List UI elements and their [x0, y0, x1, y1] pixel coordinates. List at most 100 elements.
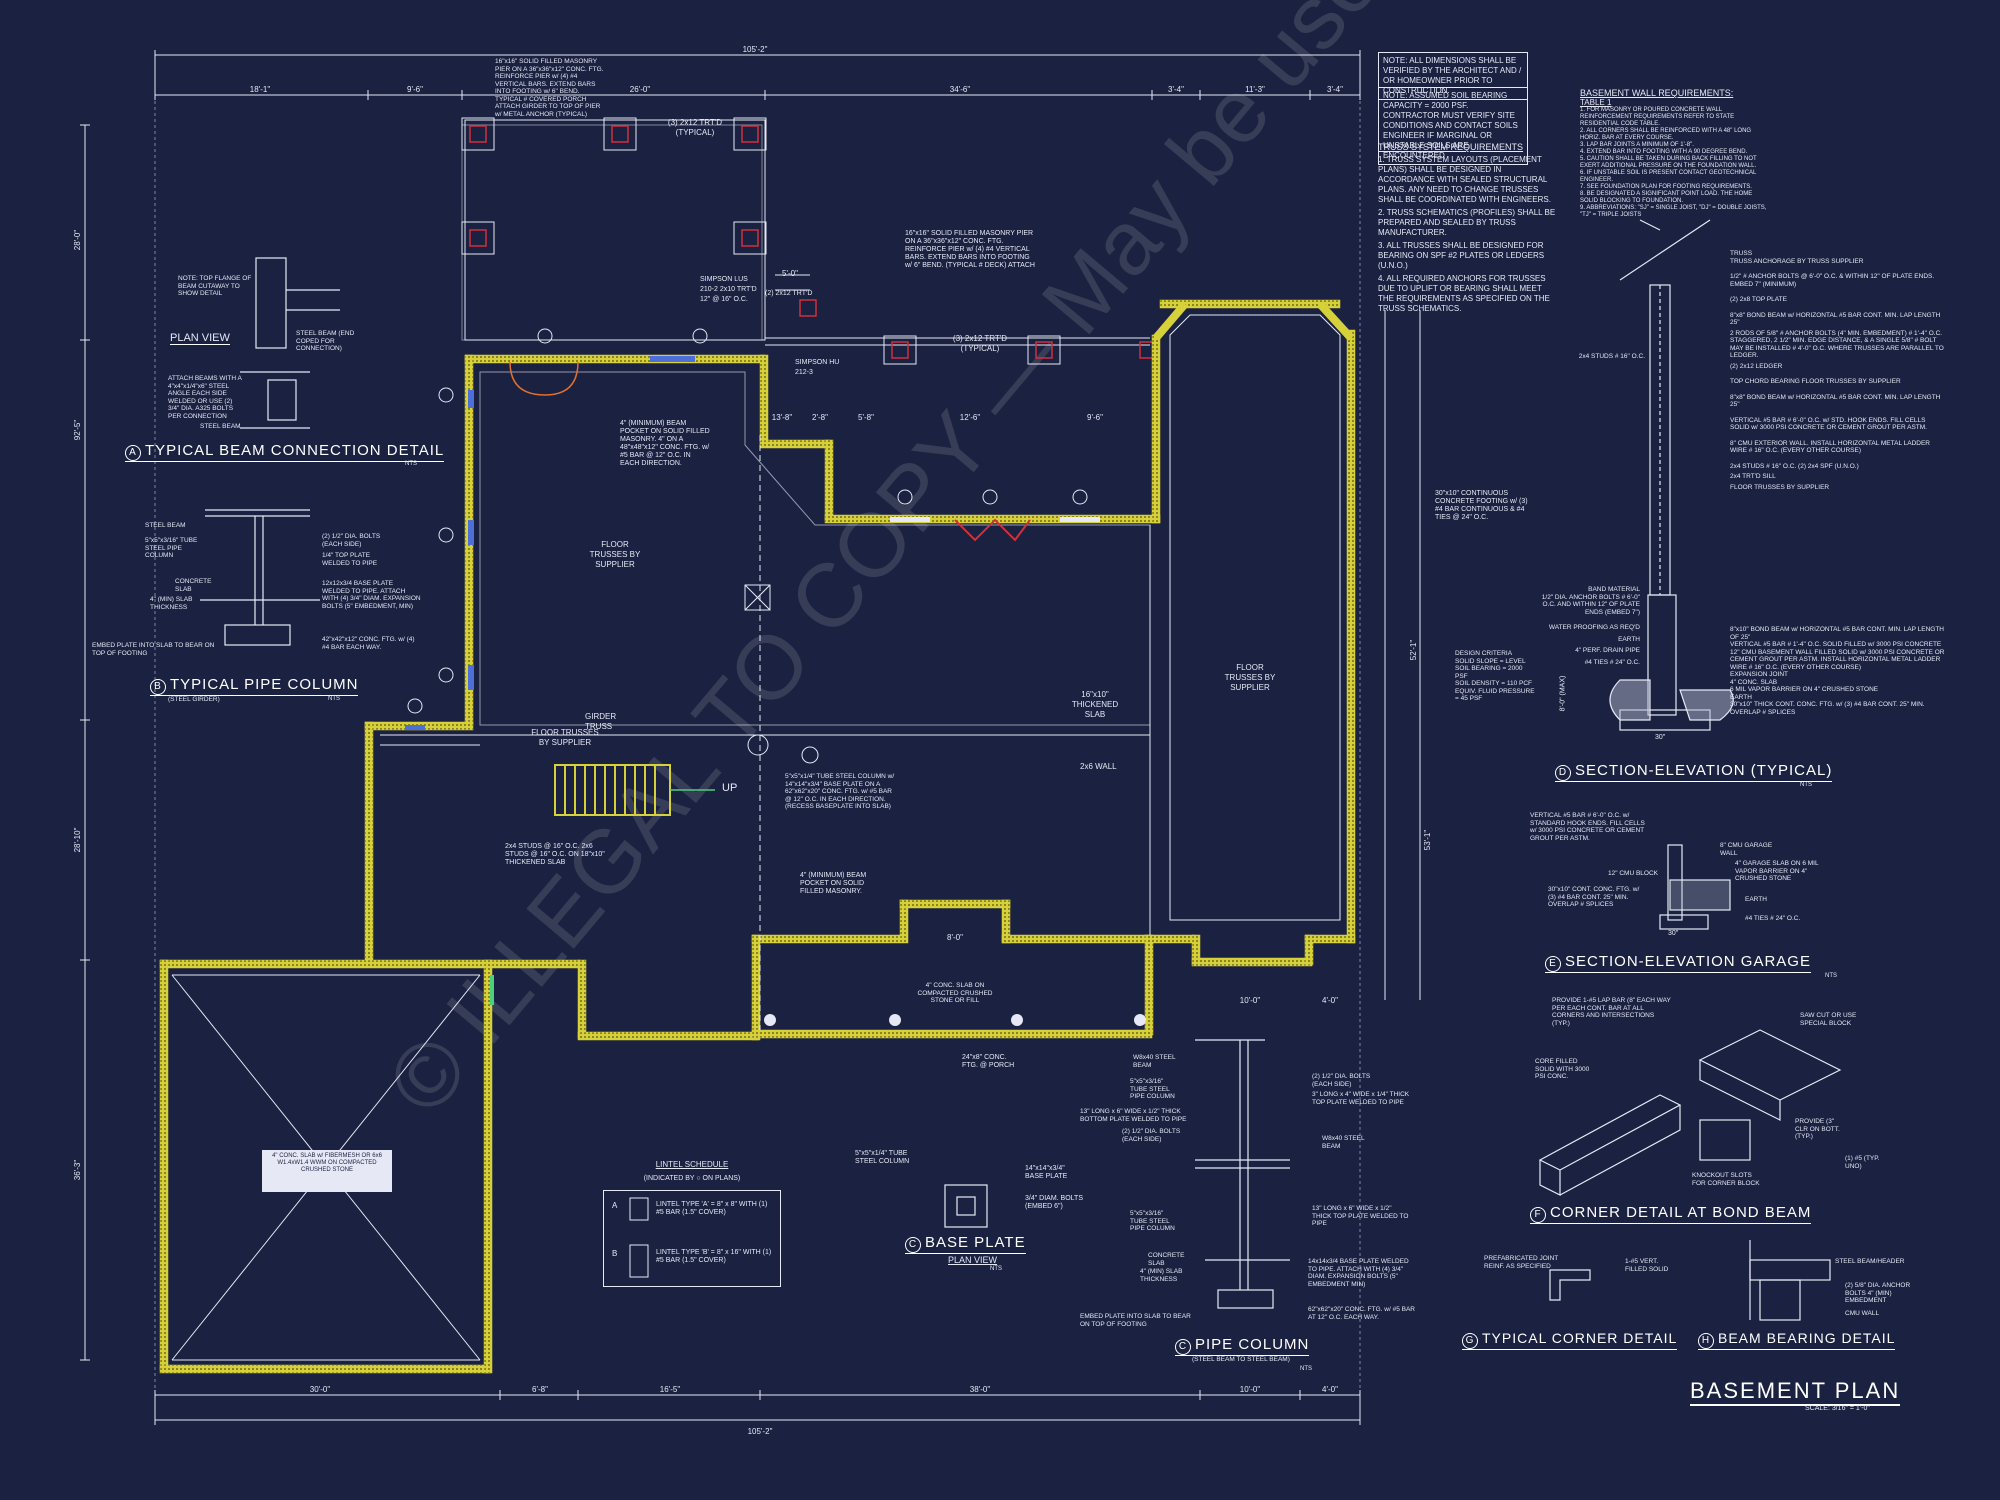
lintel-tag-a: A — [612, 1201, 618, 1210]
basement-wall-table: TABLE 1 — [1580, 98, 1612, 107]
lintel-row-text: LINTEL TYPE 'B' = 8" x 16" WITH (1) #5 B… — [656, 1249, 772, 1264]
detail-c-pipe-tag: C — [1175, 1339, 1191, 1355]
detail-d-tag: D — [1555, 765, 1571, 781]
detail-c-base-note: 5"x5"x1/4" TUBE STEEL COLUMN — [855, 1150, 910, 1165]
dim-inner: 12'-6" — [960, 413, 981, 422]
detail-d-note: EXPANSION JOINT — [1730, 671, 1789, 678]
detail-a-note: STEEL BEAM — [200, 423, 241, 430]
label-floor-trusses-1: FLOOR TRUSSES BY SUPPLIER — [589, 540, 641, 569]
detail-c-pipe-note: W8x40 STEEL BEAM — [1133, 1054, 1176, 1069]
stair — [554, 764, 671, 816]
dim-top: 34'-6" — [950, 85, 971, 94]
truss-item: 1. TRUSS SYSTEM LAYOUTS (PLACEMENT PLANS… — [1378, 155, 1551, 204]
dim-inner: 10'-0" — [1240, 996, 1261, 1005]
garage-note-box — [262, 1150, 392, 1192]
interior-walls — [172, 314, 1341, 1361]
sheet-scale: SCALE: 3/16" = 1'-0" — [1805, 1405, 1870, 1412]
openings — [405, 356, 1100, 1005]
dim-top: 18'-1" — [250, 85, 271, 94]
detail-a-drawing — [240, 257, 340, 429]
detail-e-note: 12" CMU BLOCK — [1608, 870, 1658, 877]
detail-e-note: EARTH — [1745, 896, 1767, 903]
label-studs-16: 2x4 STUDS @ 16" O.C. 2x6 STUDS @ 16" O.C… — [505, 843, 605, 866]
detail-g-note: PREFABRICATED JOINT REINF. AS SPECIFIED — [1484, 1255, 1559, 1270]
label-wall-2x6: 2x6 WALL — [1080, 762, 1117, 771]
lintel-schedule: LINTEL SCHEDULE (INDICATED BY ○ ON PLANS… — [602, 1160, 782, 1182]
label-trtd-1: (3) 2x12 TRT'D (TYPICAL) — [667, 118, 723, 137]
detail-c-base-sub: PLAN VIEW — [948, 1255, 998, 1265]
detail-h-title-text: BEAM BEARING DETAIL — [1718, 1330, 1896, 1346]
detail-c-base-note: 3/4" DIAM. BOLTS (EMBED 6") — [1025, 1195, 1083, 1210]
detail-h-tag: H — [1698, 1333, 1714, 1349]
dim-bottom: 38'-0" — [970, 1385, 991, 1394]
dim-bottom: 16'-5" — [660, 1385, 681, 1394]
basement-wall-heading: BASEMENT WALL REQUIREMENTS: — [1580, 88, 1734, 98]
dim-right: 53'-1" — [1423, 830, 1432, 851]
label-thickened-slab: 16"x10" THICKENED SLAB — [1071, 690, 1119, 719]
detail-a-note: ATTACH BEAMS WITH A 4"x4"x1/4"x6" STEEL … — [168, 375, 242, 420]
label-floor-trusses-3: FLOOR TRUSSES BY SUPPLIER — [531, 728, 599, 747]
detail-d-note: EARTH — [1618, 635, 1640, 643]
basement-wall-item: 8. BE DESIGNATED A SIGNIFICANT POINT LOA… — [1580, 191, 1753, 204]
detail-d-note: 2 RODS OF 5/8" # ANCHOR BOLTS (4" MIN. E… — [1730, 329, 1944, 360]
detail-c-base-tag: C — [905, 1237, 921, 1253]
basement-wall-item: 5. CAUTION SHALL BE TAKEN DURING BACK FI… — [1580, 156, 1757, 169]
basement-wall-item: 7. SEE FOUNDATION PLAN FOR FOOTING REQUI… — [1580, 184, 1752, 190]
detail-c-pipe-title-text: PIPE COLUMN — [1195, 1336, 1310, 1353]
detail-e-title-text: SECTION-ELEVATION GARAGE — [1565, 953, 1811, 970]
detail-d-note: 4" CONC. SLAB — [1730, 678, 1778, 686]
dim-inner: 9'-6" — [1087, 413, 1103, 422]
detail-c-base-drawing — [944, 1184, 988, 1228]
detail-f-note: PROVIDE 1-#5 LAP BAR (8" EACH WAY PER EA… — [1552, 997, 1671, 1027]
detail-d-dim: 30" — [1655, 734, 1666, 741]
dim-inner: 5'-8" — [858, 413, 874, 422]
dim-top: 9'-6" — [407, 85, 423, 94]
label-continuous-ftg: 30"x10" CONTINUOUS CONCRETE FOOTING w/ (… — [1435, 490, 1528, 521]
label-up: UP — [722, 782, 738, 794]
detail-f-note: KNOCKOUT SLOTS FOR CORNER BLOCK — [1692, 1172, 1760, 1187]
lintel-row-text: LINTEL TYPE 'A' = 8" x 8" WITH (1) #5 BA… — [656, 1201, 768, 1216]
detail-e-note: 30"x10" CONT. CONC. FTG. w/ (3) #4 BAR C… — [1548, 886, 1640, 908]
basement-wall-item: 4. EXTEND BAR INTO FOOTING WITH A 90 DEG… — [1580, 149, 1748, 155]
detail-d-drawing — [1609, 219, 1734, 731]
detail-b-note: 4" (MIN) SLAB THICKNESS — [150, 596, 193, 611]
detail-b-note: EMBED PLATE INTO SLAB TO BEAR ON TOP OF … — [92, 642, 215, 657]
detail-e-note: VERTICAL #5 BAR # 6'-0" O.C. w/ STANDARD… — [1530, 812, 1645, 842]
detail-a-nts: NTS — [405, 461, 417, 467]
detail-b-note: STEEL BEAM — [145, 522, 186, 529]
detail-b-note: 5"x5"x3/16" TUBE STEEL PIPE COLUMN — [145, 537, 198, 559]
detail-b-note: CONCRETE SLAB — [175, 578, 212, 593]
basement-wall-item: 2. ALL CORNERS SHALL BE REINFORCED WITH … — [1580, 128, 1752, 141]
column-markers — [744, 584, 819, 764]
detail-g-h-drawing — [1549, 1240, 1831, 1321]
truss-item: 3. ALL TRUSSES SHALL BE DESIGNED FOR BEA… — [1378, 241, 1545, 270]
dim-inner: 5'-0" — [782, 269, 798, 278]
detail-f-title-text: CORNER DETAIL AT BOND BEAM — [1550, 1204, 1812, 1221]
detail-e-tag: E — [1545, 956, 1561, 972]
detail-c-pipe-note: 5"x5"x3/16" TUBE STEEL PIPE COLUMN — [1130, 1078, 1175, 1100]
dim-left: 28'-10" — [73, 827, 82, 852]
detail-d-title-text: SECTION-ELEVATION (TYPICAL) — [1575, 762, 1833, 779]
detail-c-pipe-drawing — [1195, 1039, 1290, 1309]
dimension-texts: 105'-2" 105'-2" 18'-1" 9'-6" 26'-0" 34'-… — [73, 45, 1432, 1436]
detail-d-note: 8" CMU EXTERIOR WALL. INSTALL HORIZONTAL… — [1730, 439, 1930, 455]
detail-h-note: CMU WALL — [1845, 1310, 1880, 1317]
dim-top: 11'-3" — [1245, 85, 1265, 94]
detail-c-pipe-note: CONCRETE SLAB — [1148, 1252, 1185, 1267]
detail-c-pipe-sub: (STEEL BEAM TO STEEL BEAM) — [1192, 1356, 1290, 1363]
note-dimensions-verify: NOTE: ALL DIMENSIONS SHALL BE VERIFIED B… — [1378, 52, 1528, 100]
lintel-heading: LINTEL SCHEDULE — [655, 1160, 729, 1169]
detail-d-design-criteria: DESIGN CRITERIA SOLID SLOPE = LEVEL SOIL… — [1455, 650, 1535, 702]
detail-c-pipe-note: 62"x62"x20" CONC. FTG. w/ #5 BAR AT 12" … — [1308, 1306, 1415, 1321]
detail-d-note: TRUSS — [1730, 250, 1753, 257]
detail-b-note: 1/4" TOP PLATE WELDED TO PIPE — [322, 552, 378, 567]
dimension-lines — [80, 50, 1421, 1425]
label-floor-trusses-2: FLOOR TRUSSES BY SUPPLIER — [1224, 663, 1276, 692]
detail-c-pipe-nts: NTS — [1300, 1366, 1312, 1372]
lintel-schedule-icons — [629, 1197, 649, 1278]
